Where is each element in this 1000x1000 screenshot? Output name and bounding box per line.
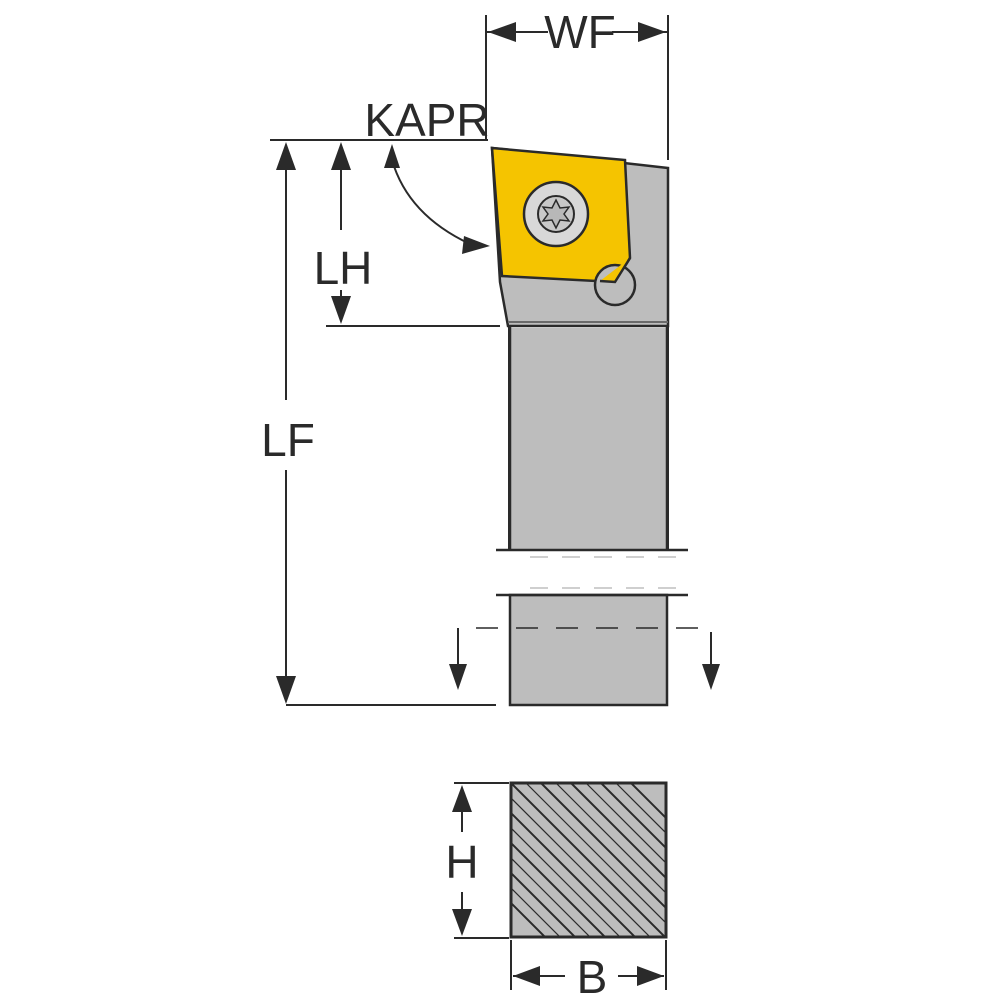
lf-label: LF [261,414,315,466]
section-hatching [511,783,666,937]
lf-dimension: LF [261,142,496,706]
h-label: H [445,836,478,888]
lh-label: LH [314,242,373,294]
lh-dimension: LH [314,142,500,327]
clamp-pin [593,263,637,307]
wf-label: WF [544,6,616,58]
kapr-label: KAPR [364,94,489,146]
wf-dimension: WF [485,6,669,160]
section-arrow-right-icon [702,632,720,690]
shank-lower [449,587,720,707]
h-dimension: H [445,782,509,939]
cutting-insert [490,146,637,307]
cross-section [509,781,668,939]
shank-upper [496,326,690,558]
section-arrow-left-icon [449,628,467,690]
kapr-dimension: KAPR [270,94,490,254]
b-label: B [577,951,608,1000]
b-dimension: B [510,940,667,1000]
